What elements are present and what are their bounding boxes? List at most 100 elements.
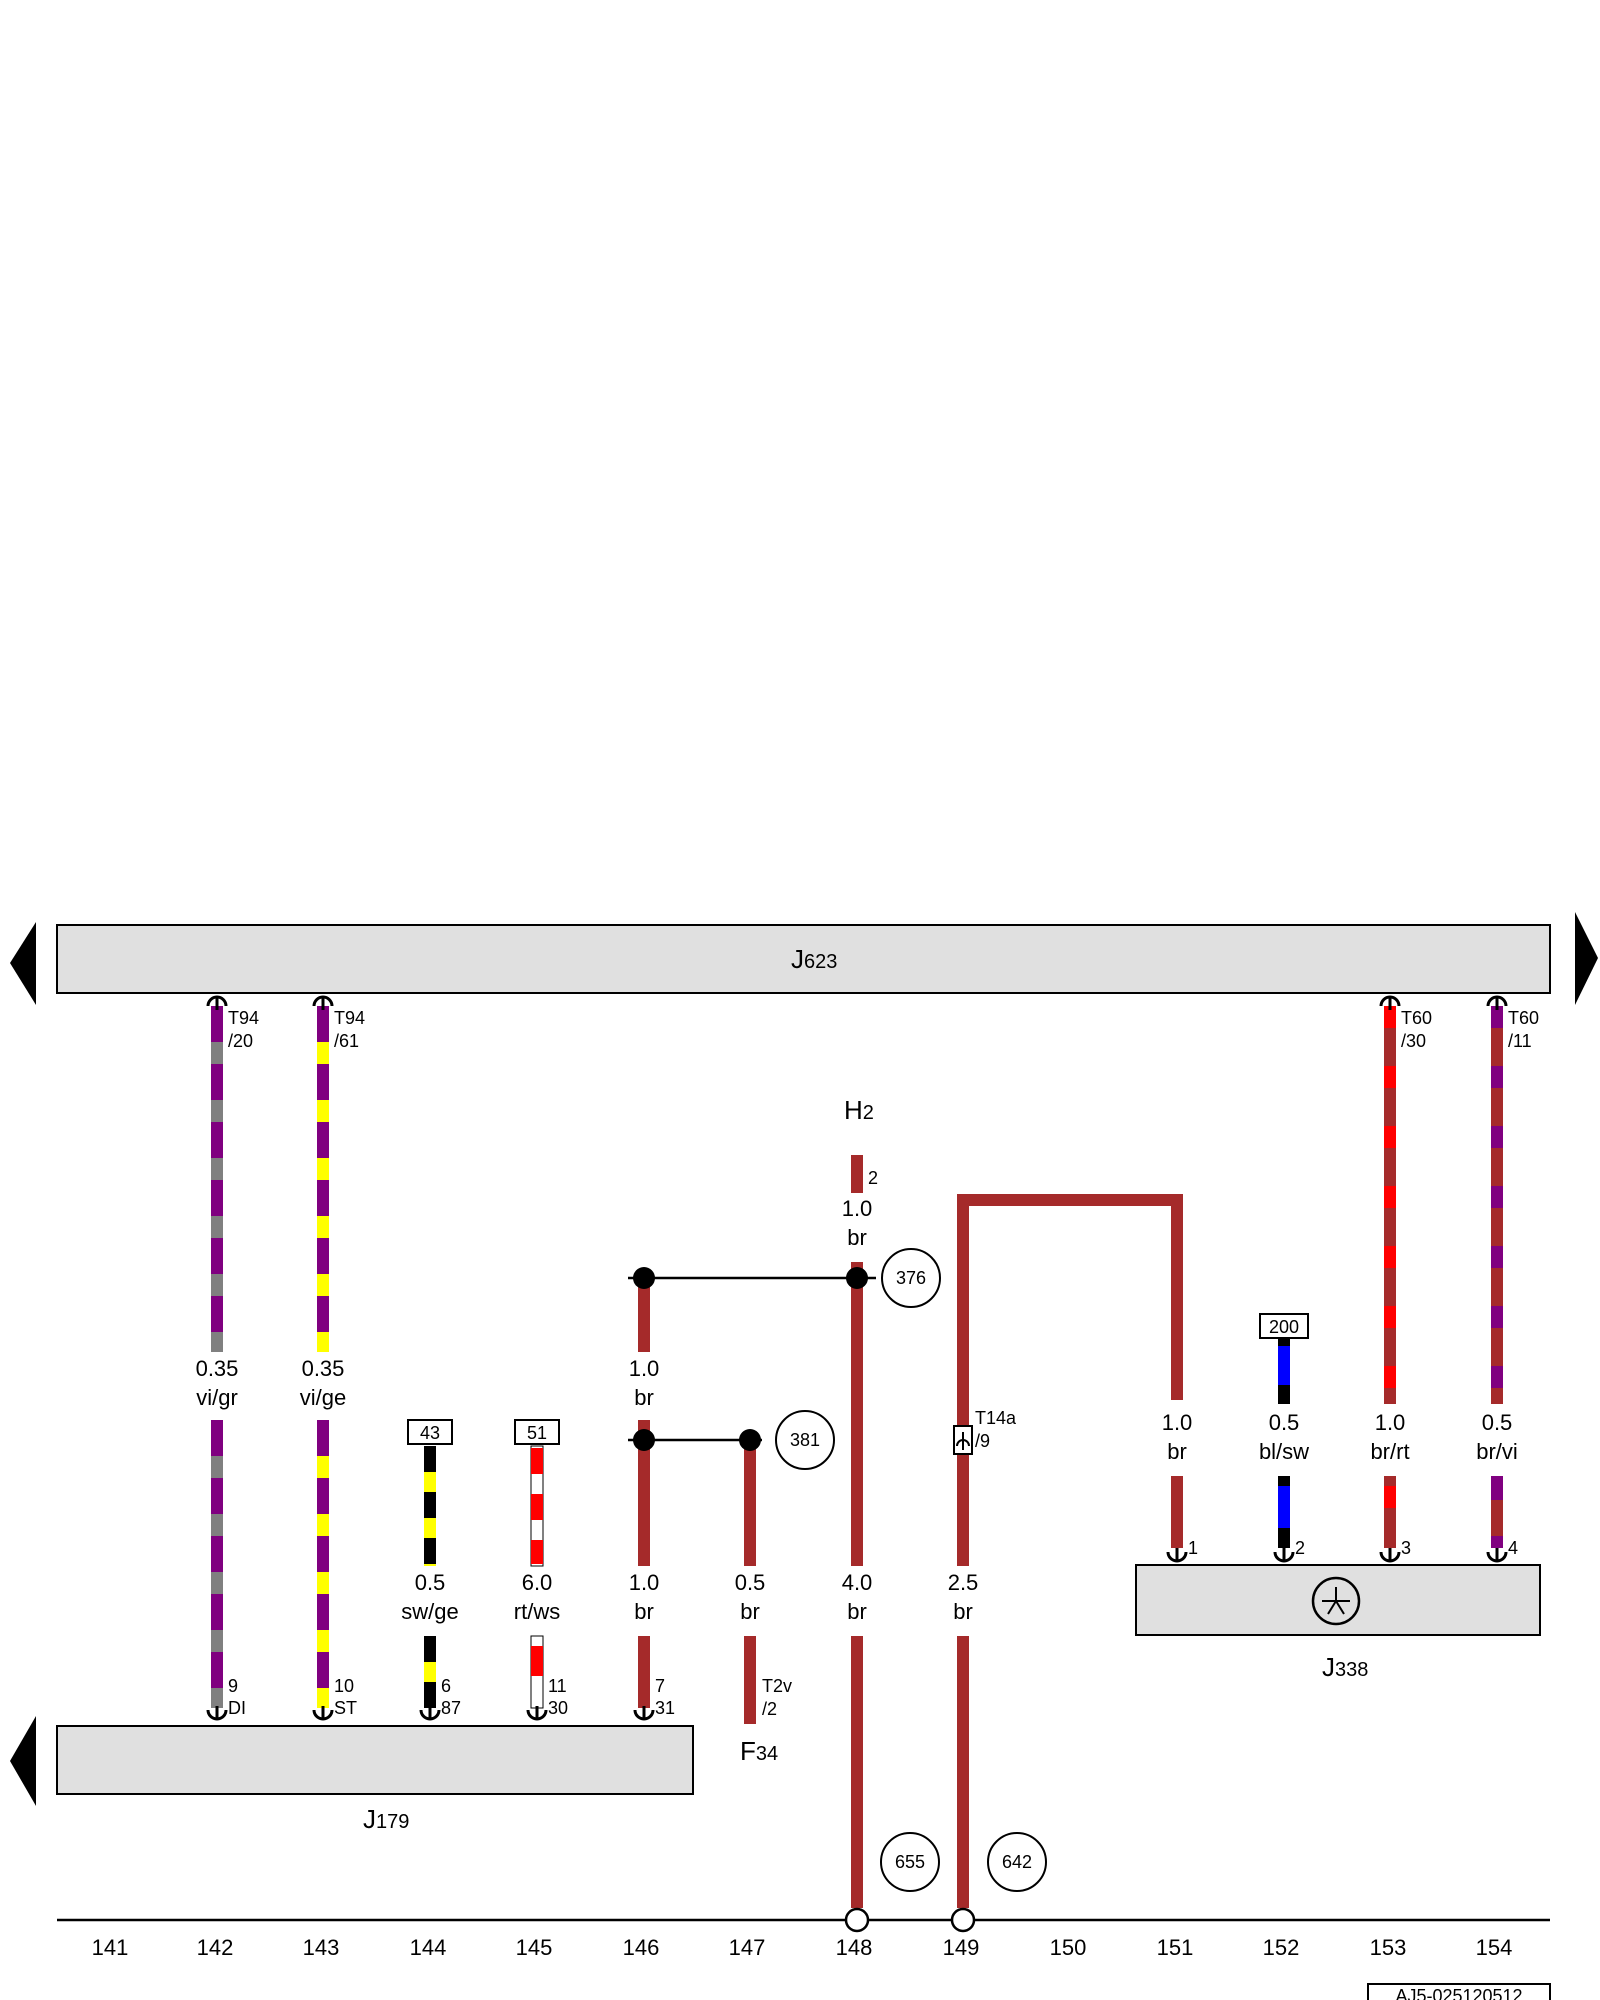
junction-381 [628,1429,762,1451]
conn-t60-30-l1: T60 [1401,1008,1432,1028]
f34-label: F34 [740,1736,778,1766]
w148a-color: br [847,1225,867,1250]
w151-size: 1.0 [1162,1410,1193,1435]
t14a-connector-icon [953,1425,973,1455]
grid-143: 143 [303,1935,340,1960]
svg-text:376: 376 [896,1268,926,1288]
j338-pin-1: 1 [1188,1538,1198,1558]
svg-text:655: 655 [895,1852,925,1872]
w151-color: br [1167,1439,1187,1464]
conn-t94-61-l2: /61 [334,1031,359,1051]
pin-t94-61 [312,995,334,1012]
ref-43-box: 43 [407,1419,453,1445]
ground-point-148 [844,1907,870,1933]
continue-left-arrow-top [10,922,36,1005]
conn-t94-61-l1: T94 [334,1008,365,1028]
w148a-size: 1.0 [842,1196,873,1221]
w143-color: vi/ge [300,1385,346,1410]
w145-size: 6.0 [522,1570,553,1595]
continue-left-arrow-bottom [10,1716,36,1806]
pin-j338-2 [1273,1546,1295,1564]
j179-pin-9-num: 9 [228,1676,238,1696]
w148b-color: br [847,1599,867,1624]
w149-size: 2.5 [948,1570,979,1595]
ref-43-label: 43 [420,1423,440,1443]
h2-label: H2 [844,1095,874,1125]
w152-size: 0.5 [1269,1410,1300,1435]
w145-color: rt/ws [514,1599,560,1624]
pin-j179-10 [312,1704,334,1722]
grid-150: 150 [1050,1935,1087,1960]
j179-pin-6-label: 87 [441,1698,461,1718]
continue-right-arrow-top [1575,912,1598,1005]
j179-pin-11-num: 11 [548,1676,567,1696]
j623-box [56,924,1551,994]
w154-color: br/vi [1476,1439,1518,1464]
conn-t2v-l1: T2v [762,1676,792,1696]
grid-146: 146 [623,1935,660,1960]
w153-color: br/rt [1370,1439,1409,1464]
ref-200-label: 200 [1269,1317,1299,1337]
pin-t94-20 [206,995,228,1012]
w147-color: br [740,1599,760,1624]
h2-pin: 2 [868,1168,878,1188]
grid-151: 151 [1157,1935,1194,1960]
ground-point-149 [950,1907,976,1933]
conn-t60-11-l2: /11 [1508,1031,1532,1051]
w152-color: bl/sw [1259,1439,1309,1464]
j179-pin-10-num: 10 [334,1676,354,1696]
pin-j338-4 [1486,1546,1508,1564]
j179-label: J179 [363,1804,409,1834]
pin-j338-1 [1166,1546,1188,1564]
grid-148: 148 [836,1935,873,1960]
pin-j338-3 [1379,1546,1401,1564]
ref-200-box: 200 [1259,1313,1309,1339]
grid-147: 147 [729,1935,766,1960]
j338-label: J338 [1322,1652,1368,1682]
w148b-size: 4.0 [842,1570,873,1595]
conn-t2v-l2: /2 [762,1699,777,1719]
j179-pin-10-label: ST [334,1698,357,1718]
grid-154: 154 [1476,1935,1513,1960]
conn-t14a-l2: /9 [975,1431,990,1451]
j623-label: J623 [791,944,837,974]
w146a-size: 1.0 [629,1356,660,1381]
j179-pin-7-label: 31 [655,1698,675,1718]
ref-circle-655: 655 [880,1832,940,1892]
svg-text:642: 642 [1002,1852,1032,1872]
w146b-color: br [634,1599,654,1624]
j338-pin-2: 2 [1295,1538,1305,1558]
j179-pin-7-num: 7 [655,1676,665,1696]
ref-circle-642: 642 [987,1832,1047,1892]
junction-376 [628,1267,876,1289]
w147-size: 0.5 [735,1570,766,1595]
wire-145 [530,1445,544,1709]
pin-j179-9 [206,1704,228,1722]
j179-pin-9-label: DI [228,1698,246,1718]
w149-color: br [953,1599,973,1624]
grid-141: 141 [92,1935,129,1960]
footer-code: AJ5-025120512 [1395,1986,1522,2000]
wire-149-151 [957,1194,1183,1908]
j179-box [56,1725,694,1795]
grid-153: 153 [1370,1935,1407,1960]
j338-pin-3: 3 [1401,1538,1411,1558]
conn-t60-30-l2: /30 [1401,1031,1426,1051]
j338-pin-4: 4 [1508,1538,1518,1558]
ref-circle-381: 381 [775,1410,835,1470]
conn-t60-11-l1: T60 [1508,1008,1539,1028]
conn-t94-20-l2: /20 [228,1031,253,1051]
w146a-color: br [634,1385,654,1410]
grid-142: 142 [197,1935,234,1960]
grid-152: 152 [1263,1935,1300,1960]
pin-j179-7 [633,1704,655,1722]
w154-size: 0.5 [1482,1410,1513,1435]
pin-j179-6 [419,1704,441,1722]
w146b-size: 1.0 [629,1570,660,1595]
w142-color: vi/gr [196,1385,238,1410]
j179-pin-6-num: 6 [441,1676,451,1696]
j179-pin-11-label: 30 [548,1698,568,1718]
pin-t60-11 [1486,995,1508,1012]
pin-t60-30 [1379,995,1401,1012]
